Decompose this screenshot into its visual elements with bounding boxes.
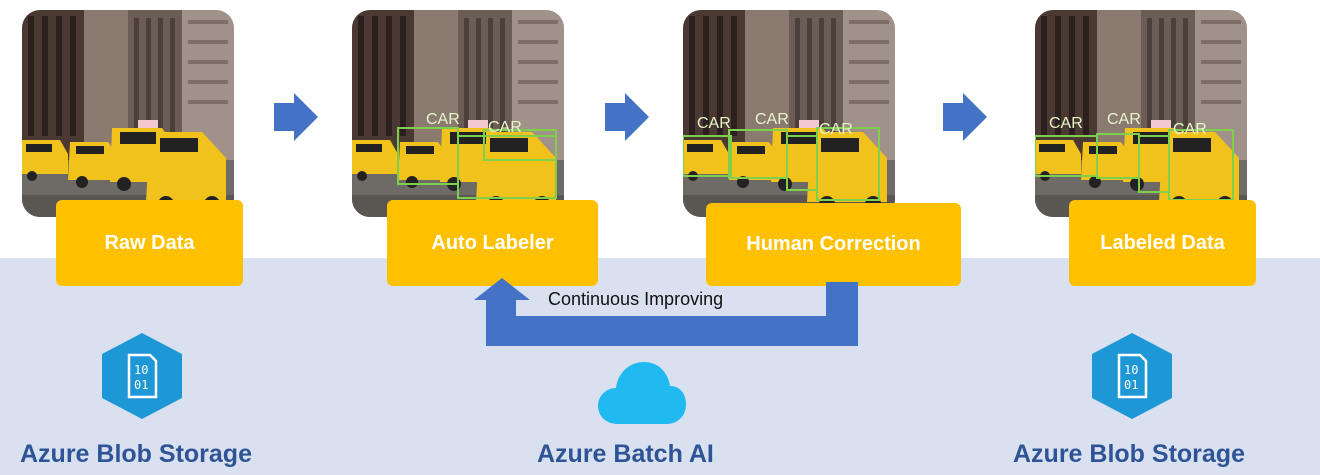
- flow-arrow-icon: [943, 93, 987, 141]
- flow-arrow-icon: [274, 93, 318, 141]
- continuous-improving-label: Continuous Improving: [548, 289, 724, 309]
- raw-street-photo: [22, 10, 234, 217]
- car-label: CAR: [697, 115, 731, 132]
- car-label: CAR: [1049, 115, 1083, 132]
- left-storage-caption: Azure Blob Storage: [20, 440, 252, 468]
- batch-ai-caption: Azure Batch AI: [537, 440, 714, 468]
- svg-text:01: 01: [1124, 378, 1138, 392]
- stage-raw-data: Raw Data: [56, 200, 243, 286]
- car-bounding-box: [683, 135, 732, 177]
- car-label: CAR: [755, 111, 789, 128]
- right-storage-caption: Azure Blob Storage: [1013, 440, 1245, 468]
- cloud-icon: [598, 362, 686, 424]
- svg-text:10: 10: [1124, 363, 1138, 377]
- car-bounding-box: [816, 127, 880, 201]
- corrected-street-photo: CAR CAR CAR: [683, 10, 895, 217]
- flow-arrow-icon: [605, 93, 649, 141]
- svg-text:10: 10: [134, 363, 148, 377]
- car-bounding-box: [457, 135, 557, 199]
- stage-labeled-data: Labeled Data: [1069, 200, 1256, 286]
- car-bounding-box: [483, 129, 557, 161]
- svg-text:01: 01: [134, 378, 148, 392]
- auto-labeled-street-photo: CAR CAR: [352, 10, 564, 217]
- labeled-street-photo: CAR CAR CAR: [1035, 10, 1247, 217]
- blob-storage-icon: 10 01: [102, 333, 182, 419]
- blob-storage-icon: 10 01: [1092, 333, 1172, 419]
- car-label: CAR: [426, 111, 460, 128]
- car-label: CAR: [1173, 121, 1207, 138]
- car-label: CAR: [819, 121, 853, 138]
- car-label: CAR: [1107, 111, 1141, 128]
- car-label: CAR: [488, 119, 522, 136]
- feedback-loop-arrow-icon: [474, 278, 858, 346]
- stage-auto-labeler: Auto Labeler: [387, 200, 598, 286]
- stage-human-correction: Human Correction: [706, 203, 961, 286]
